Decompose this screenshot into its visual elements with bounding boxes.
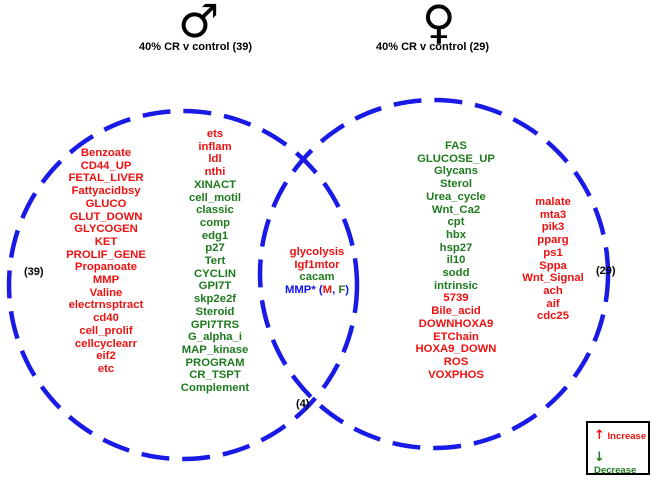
list-item: Wnt_Signal [522,272,584,285]
list-item: MMP [92,274,120,287]
list-item: GLYCOGEN [74,223,138,236]
list-item: KET [94,235,118,248]
list-item: Benzoate [80,147,132,159]
legend: ↑ Increase ↓ Decrease [586,421,650,476]
list-item: ps1 [543,246,563,259]
list-item: Urea_cycle [426,190,486,203]
list-item: intrinsic [434,279,478,292]
list-item: malate [535,196,571,208]
list-item: cpt [447,216,465,229]
list-item: PROLIF_GENE [66,248,146,261]
list-item: ets [206,128,224,140]
list-item: GLUT_DOWN [69,210,143,223]
list-item: pik3 [541,221,565,234]
list-item: skp2e2f [193,293,237,306]
list-item: inflam [198,140,232,153]
list-item: cellcyclearr [74,337,138,350]
list-item: Wnt_Ca2 [431,203,481,216]
list-item: PROGRAM [185,356,245,369]
female-only-count: (29) [596,265,616,277]
legend-increase-label: Increase [607,431,647,442]
legend-decrease-label: Decrease [594,465,637,476]
female-symbol-icon: ♀ [422,0,456,49]
list-item: CR_TSPT [189,369,241,382]
down-arrow-icon: ↓ [594,450,605,465]
overlap-count: (4) [296,398,310,410]
male-only-count: (39) [24,266,44,278]
list-item: GPI7TRS [190,318,240,331]
female-circle [257,97,611,451]
male-symbol-icon: ♂ [178,0,220,48]
list-item: Glycans [434,165,478,178]
list-item: XINACT [193,178,237,191]
list-item: comp [199,216,231,229]
list-item: Bile_acid [431,305,481,318]
list-item: hsp27 [439,241,473,254]
list-item: CD44_UP [80,159,132,172]
list-item: p27 [205,242,225,255]
list-item: Sterol [439,178,472,191]
list-item: cd40 [93,312,119,325]
female-header: 40% CR v control (29) [376,41,490,53]
up-arrow-icon: ↑ [594,428,605,443]
overlap-item: cacam [299,271,335,284]
list-item: sodd [442,267,470,280]
list-item: cell_motil [188,191,242,204]
list-item: GLUCOSE_UP [417,152,495,165]
list-item: ROS [443,355,469,368]
male-circle [6,108,360,462]
list-item: Sppa [539,259,567,272]
list-item: Valine [89,286,123,299]
list-item: CYCLIN [193,267,237,280]
list-item: eif2 [96,350,116,363]
overlap-list: glycolysis Igf1mtor cacam MMP* (M, F) [262,246,372,297]
list-item: VOXPHOS [428,368,484,381]
list-item: classic [196,204,234,217]
legend-decrease: ↓ Decrease [594,450,648,476]
list-item: Propanoate [74,261,138,274]
list-item: etc [97,362,115,375]
legend-increase: ↑ Increase [594,428,646,443]
list-item: ldl [208,153,222,166]
list-item: electrnsptract [68,299,144,312]
list-item: MAP_kinase [181,343,249,356]
list-item: cdc25 [536,310,570,323]
list-item: edg1 [201,229,229,242]
list-item: ETChain [433,330,479,343]
mmp-separator: , [332,284,339,297]
list-item: GLUCO [85,197,127,210]
list-item: hbx [445,228,467,241]
list-item: ach [543,284,563,297]
mmp-female-letter: F [338,284,346,297]
list-item: DOWNHOXA9 [418,317,494,330]
list-item: Fattyacidbsy [71,185,141,198]
list-item: G_alpha_i [188,331,242,344]
list-item: cell_prolif [79,324,133,337]
male-header: 40% CR v control (39) [139,41,253,53]
list-item: aif [546,297,560,310]
overlap-item: glycolysis [289,246,345,258]
list-item: mta3 [539,208,567,221]
mmp-suffix: ) [345,284,350,297]
list-item: Steroid [195,305,235,318]
list-item: GPI7T [198,280,232,293]
list-item: FETAL_LIVER [68,172,144,185]
overlap-item: Igf1mtor [294,258,340,271]
overlap-item-mmp: MMP* (M, F) [262,284,372,297]
list-item: Tert [204,255,226,268]
list-item: 5739 [443,292,469,305]
list-item: HOXA9_DOWN [415,343,497,356]
list-item: pparg [537,234,569,247]
mmp-male-letter: M [322,284,333,297]
list-item: FAS [445,140,467,152]
list-item: il10 [446,254,466,267]
mmp-prefix: MMP* ( [284,284,323,297]
list-item: Complement [180,382,250,395]
list-item: nthi [204,166,226,179]
